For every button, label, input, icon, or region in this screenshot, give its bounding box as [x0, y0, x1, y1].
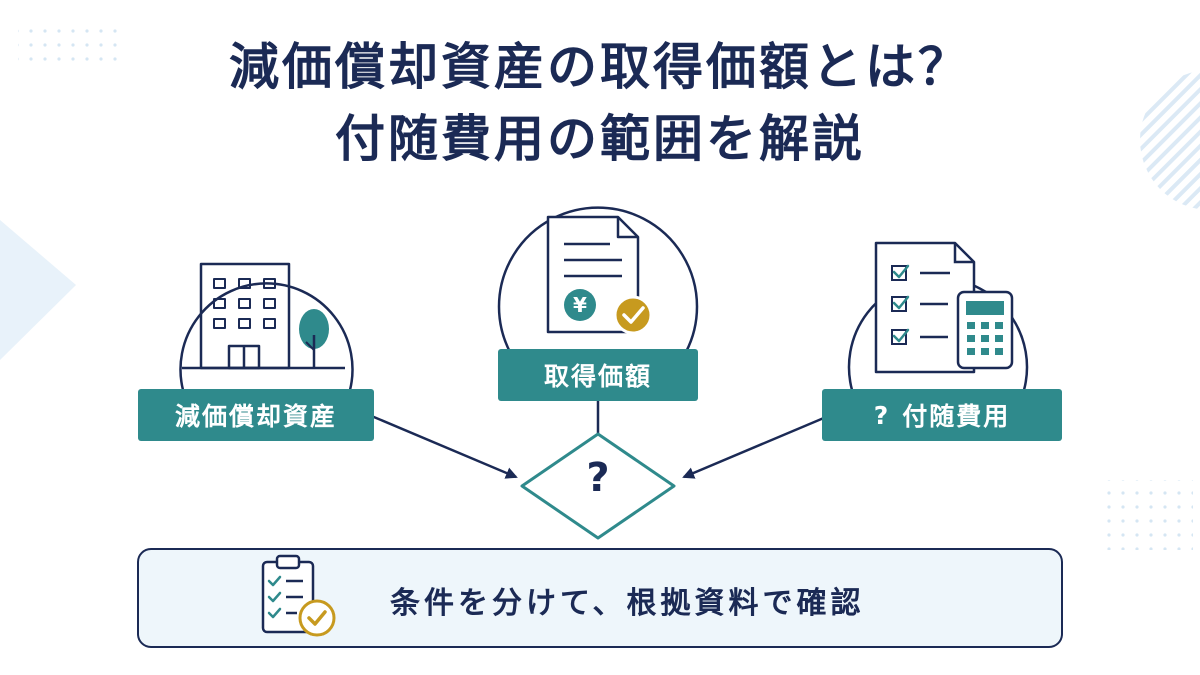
center-question-mark: ?: [586, 455, 610, 501]
question-mark-icon: ?: [873, 400, 891, 430]
asset-icon-group: [179, 262, 354, 391]
decor-stripes-right: [1140, 70, 1200, 210]
page-title-line-1: 減価償却資産の取得価額とは？: [229, 38, 971, 96]
incidental-icon-group: [847, 241, 1029, 391]
page-title-line-2: 付随費用の範囲を解説: [335, 110, 865, 168]
checklist-calculator-icon: [874, 241, 1014, 374]
building-icon: [182, 262, 345, 370]
acquisition-icon-group: ¥: [497, 206, 699, 353]
incidental-costs-label: 付随費用: [902, 402, 1011, 431]
tree-icon: [299, 309, 329, 368]
yen-document-check-icon: ¥: [546, 215, 653, 335]
acquisition-cost-label: 取得価額: [498, 349, 698, 401]
asset-circle: [179, 282, 354, 391]
svg-text:¥: ¥: [573, 293, 587, 317]
result-text: 条件を分けて、根拠資料で確認: [390, 586, 865, 621]
decor-triangle-left: [0, 220, 76, 360]
decor-dots-top-left: [18, 20, 118, 68]
decor-dots-bottom-right: [1105, 480, 1193, 550]
acquisition-circle: [497, 206, 699, 353]
arrow-incidental-to-center: [682, 410, 839, 479]
asset-label: 減価償却資産: [138, 389, 374, 441]
incidental-costs-tag: ? 付随費用: [822, 389, 1062, 441]
center-diamond: [520, 432, 676, 540]
clipboard-check-icon: [261, 554, 336, 637]
arrow-asset-to-center: [361, 410, 518, 479]
